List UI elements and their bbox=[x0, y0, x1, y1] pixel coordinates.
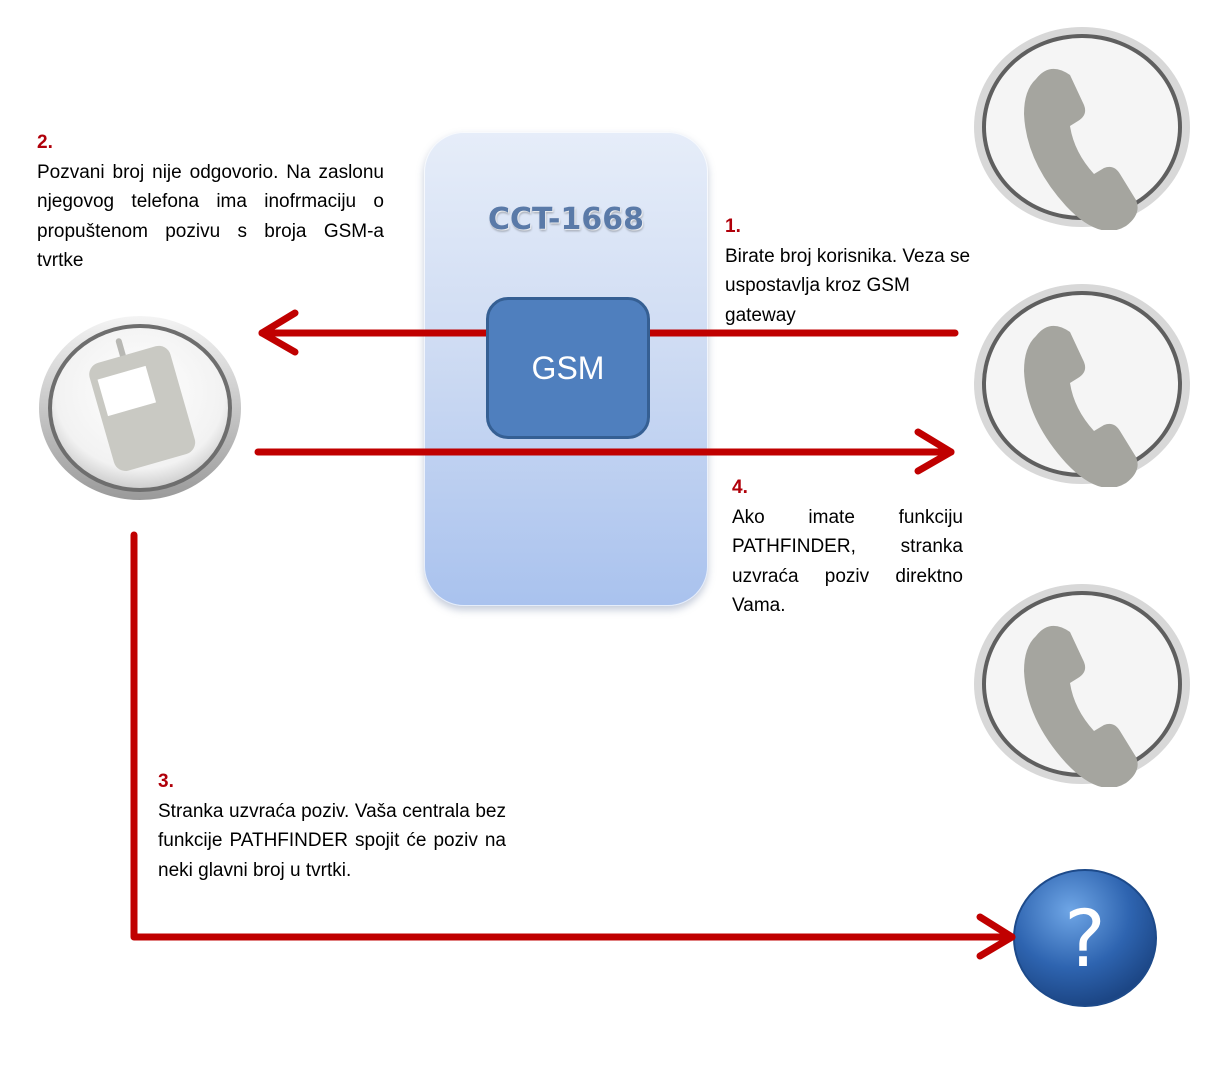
step-3-description: Stranka uzvraća poziv. Vaša centrala bez… bbox=[158, 800, 506, 881]
gateway-model-title: CCT-1668 bbox=[487, 202, 645, 237]
mobile-phone-icon bbox=[39, 316, 241, 500]
step-3-number: 3. bbox=[158, 771, 174, 792]
gsm-module: GSM bbox=[486, 297, 650, 439]
question-mark-icon: ? bbox=[1013, 869, 1157, 1007]
step-2-text: 2. Pozvani broj nije odgovorio. Na zaslo… bbox=[37, 128, 384, 276]
desk-phone-icon bbox=[974, 584, 1190, 787]
step-4-description: Ako imate funkciju PATHFINDER, stranka u… bbox=[732, 506, 963, 617]
step-1-text: 1. Birate broj korisnika. Veza se uspost… bbox=[725, 212, 970, 330]
step-2-description: Pozvani broj nije odgovorio. Na zaslonu … bbox=[37, 161, 384, 272]
gsm-gateway-device: CCT-1668 GSM bbox=[424, 132, 708, 606]
gsm-module-label: GSM bbox=[531, 349, 605, 386]
arrow-callback-main-number-head bbox=[976, 913, 1016, 960]
step-1-number: 1. bbox=[725, 216, 741, 237]
step-1-description: Birate broj korisnika. Veza se uspostavl… bbox=[725, 245, 971, 326]
step-2-number: 2. bbox=[37, 132, 53, 153]
arrow-call-out-head bbox=[258, 309, 299, 356]
desk-phone-icon bbox=[974, 284, 1190, 487]
step-3-text: 3. Stranka uzvraća poziv. Vaša centrala … bbox=[158, 767, 506, 885]
step-4-text: 4. Ako imate funkciju PATHFINDER, strank… bbox=[732, 473, 963, 621]
arrow-callback-direct-head bbox=[914, 428, 955, 475]
step-4-number: 4. bbox=[732, 477, 748, 498]
desk-phone-icon bbox=[974, 27, 1190, 230]
question-mark-symbol: ? bbox=[1064, 895, 1105, 985]
